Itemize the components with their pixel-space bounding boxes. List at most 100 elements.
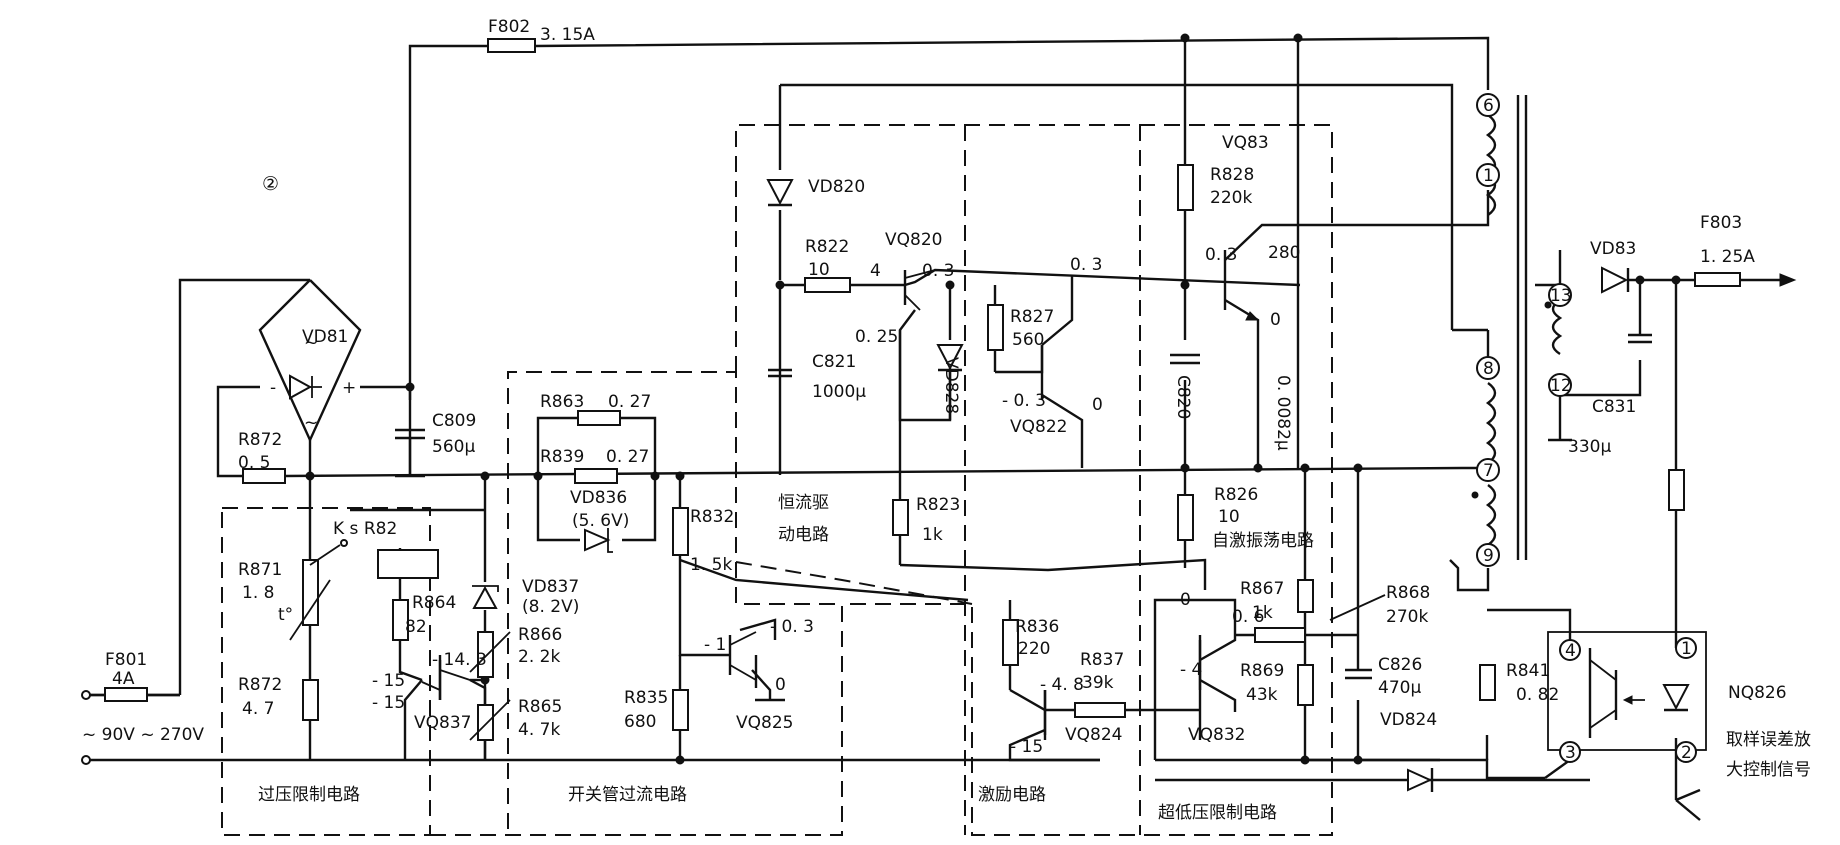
vq824-name: VQ824 (1065, 725, 1122, 745)
r823-name: R823 (916, 495, 960, 515)
c826-value: 470μ (1378, 678, 1421, 698)
vq83-name: VQ83 (1222, 133, 1269, 153)
block-oscillation: 自激振荡电路 (1212, 531, 1314, 551)
vq837-v1: - 14. 3 (432, 650, 487, 670)
bridge-tilde-top: ~ (304, 333, 318, 353)
vd828-name: VD828 (941, 357, 961, 414)
resistor-r822 (804, 277, 851, 293)
vq822-vb: - 0. 3 (1002, 391, 1046, 411)
vq825-ve: 0 (775, 675, 786, 695)
bridge-plus: + (342, 378, 356, 398)
block-excitation: 激励电路 (978, 785, 1046, 805)
c831-name: C831 (1592, 397, 1636, 417)
r823-value: 1k (922, 525, 943, 545)
vq837-v2: - 15 (372, 671, 405, 691)
resistor-r868 (1297, 579, 1386, 621)
vq83-vc: 280 (1268, 243, 1300, 263)
resistor-r872-top (242, 468, 286, 484)
r872-bottom-value: 4. 7 (242, 699, 274, 719)
bridge-minus: - (270, 378, 276, 398)
relay-ksr82 (309, 539, 439, 579)
r871-value: 1. 8 (242, 583, 274, 603)
fuse-f803 (1694, 272, 1797, 287)
zener-vd837 (472, 585, 499, 609)
opto-pin-3: 3 (1565, 743, 1576, 763)
resistor-r837 (1074, 702, 1126, 718)
pin-9: 9 (1483, 546, 1494, 566)
c809-name: C809 (432, 411, 476, 431)
bridge-tilde-bottom: ~ (304, 413, 318, 433)
r864-name: R864 (412, 593, 456, 613)
resistor-r827 (987, 304, 1004, 351)
r866-value: 2. 2k (518, 647, 560, 667)
diode-vd83 (1601, 266, 1630, 294)
block-undervoltage: 超低压限制电路 (1158, 803, 1277, 823)
r827-value: 560 (1012, 330, 1044, 350)
pin-8: 8 (1483, 359, 1494, 379)
vq825-vc: - 0. 3 (770, 617, 814, 637)
r864-value: 82 (405, 617, 427, 637)
vd837-value: (8. 2V) (522, 597, 579, 617)
c826-name: C826 (1378, 655, 1422, 675)
vq832-vb: - 4 (1180, 660, 1202, 680)
resistor-r826 (1177, 494, 1194, 541)
bridge-vd81 (289, 374, 322, 400)
feedback-line1: 取样误差放 (1726, 730, 1811, 750)
thermistor-r871 (289, 559, 331, 641)
r836-name: R836 (1015, 617, 1059, 637)
capacitor-c820 (1170, 353, 1200, 365)
resistor-r841 (1479, 664, 1496, 701)
fuse-f801 (81, 687, 180, 765)
capacitor-c826 (1345, 668, 1372, 680)
r863-name: R863 (540, 392, 584, 412)
block-drive-line1: 恒流驱 (778, 493, 829, 513)
f801-name: F801 (105, 650, 147, 670)
resistor-r832 (672, 507, 689, 556)
vd83-name: VD83 (1590, 239, 1636, 259)
resistor-r823 (892, 499, 909, 536)
opto-pin-2: 2 (1681, 743, 1692, 763)
r826-value: 10 (1218, 507, 1240, 527)
resistor-r864 (392, 599, 409, 641)
diode-vd820 (766, 179, 794, 207)
vd836-value: (5. 6V) (572, 511, 629, 531)
f803-name: F803 (1700, 213, 1742, 233)
vq820-name: VQ820 (885, 230, 942, 250)
capacitor-c821 (768, 368, 792, 378)
junctions (305, 33, 1681, 765)
potentiometer-r865 (469, 699, 511, 741)
vq832-name: VQ832 (1188, 725, 1245, 745)
potentiometer-r866 (469, 631, 511, 678)
resistor-r835 (672, 689, 689, 731)
overcurrent-block-outline (430, 371, 843, 836)
pin-6: 6 (1483, 96, 1494, 116)
r868-name: R868 (1386, 583, 1430, 603)
figure-number: ② (262, 173, 279, 195)
block-outlines (221, 124, 1333, 836)
block-overcurrent: 开关管过流电路 (568, 785, 687, 805)
nq826-name: NQ826 (1728, 683, 1787, 703)
capacitor-c831 (1628, 333, 1652, 344)
r835-name: R835 (624, 688, 668, 708)
r868-value: 270k (1386, 607, 1428, 627)
vq820-vc: 0. 3 (922, 261, 954, 281)
opto-pin-4: 4 (1565, 641, 1576, 661)
c820-name: C820 (1173, 375, 1193, 419)
f801-value: 4A (112, 669, 135, 689)
vq824-ve: - 15 (1010, 737, 1043, 757)
r835-value: 680 (624, 712, 656, 732)
vq822-vc: 0. 3 (1070, 255, 1102, 275)
vq822-name: VQ822 (1010, 417, 1067, 437)
r828-name: R828 (1210, 165, 1254, 185)
block-overvoltage: 过压限制电路 (258, 785, 360, 805)
r822-name: R822 (805, 237, 849, 257)
c831-value: 330μ (1568, 437, 1611, 457)
r872-top-name: R872 (238, 430, 282, 450)
resistor-r867 (1254, 627, 1306, 643)
c821-name: C821 (812, 352, 856, 372)
labels: ② F802 3. 15A F801 4A F803 1. 25A ~ 90V … (82, 17, 1811, 823)
block-drive-line2: 动电路 (778, 525, 829, 545)
r836-value: 220 (1018, 639, 1050, 659)
r827-name: R827 (1010, 307, 1054, 327)
